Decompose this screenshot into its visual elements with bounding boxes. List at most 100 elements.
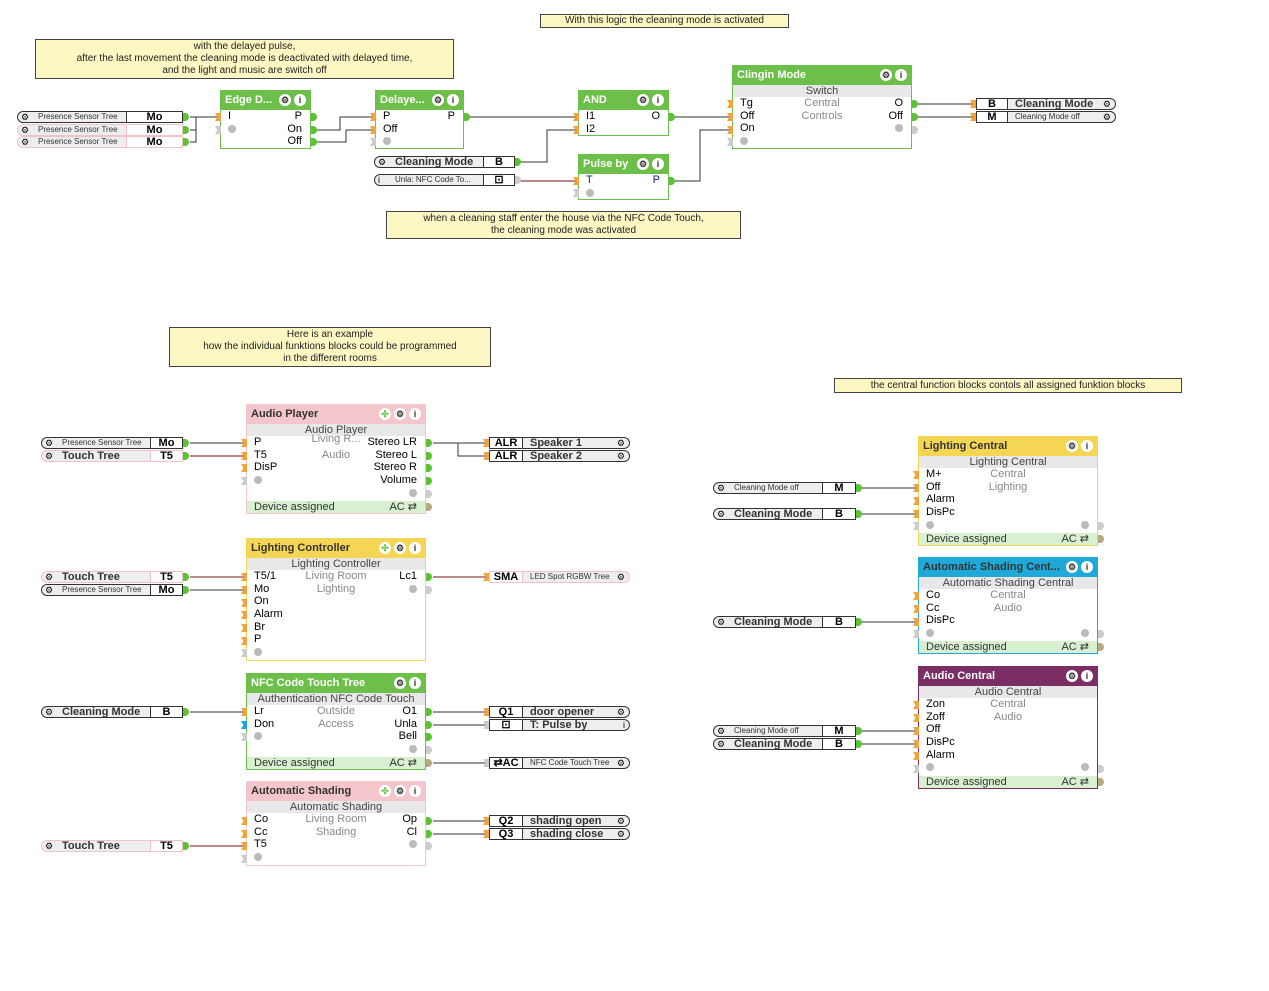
output-pin[interactable] bbox=[183, 126, 189, 134]
input-pin[interactable] bbox=[370, 138, 376, 146]
output-pin[interactable] bbox=[426, 817, 432, 825]
add-output-icon[interactable] bbox=[409, 840, 417, 849]
output-pin[interactable] bbox=[426, 490, 432, 498]
output-shading-open[interactable]: Q2 shading open ⚙ bbox=[489, 815, 630, 827]
input-pin[interactable] bbox=[241, 830, 247, 838]
input-pin[interactable] bbox=[727, 126, 733, 134]
output-speaker-1[interactable]: ALR Speaker 1 ⚙ bbox=[489, 437, 630, 449]
output-nfc-ac[interactable]: ⇄AC NFC Code Touch Tree ⚙ bbox=[489, 757, 630, 769]
add-output-icon[interactable] bbox=[409, 745, 417, 754]
output-pin[interactable] bbox=[912, 100, 918, 108]
input-pin[interactable] bbox=[913, 497, 919, 505]
output-pin[interactable] bbox=[1098, 643, 1104, 651]
move-icon[interactable]: ✣ bbox=[379, 785, 391, 797]
add-input-icon[interactable] bbox=[254, 732, 262, 741]
block-header[interactable]: Delaye... ⚙ i bbox=[376, 91, 463, 110]
output-pin[interactable] bbox=[912, 126, 918, 134]
block-header[interactable]: Pulse by ⚙ i bbox=[579, 155, 668, 174]
output-pin[interactable] bbox=[669, 113, 675, 121]
input-pin[interactable] bbox=[573, 126, 579, 134]
info-icon[interactable]: i bbox=[294, 94, 306, 106]
input-pin[interactable] bbox=[483, 708, 489, 716]
output-pin[interactable] bbox=[426, 586, 432, 594]
gear-icon[interactable]: ⚙ bbox=[1066, 440, 1078, 452]
output-pin[interactable] bbox=[856, 484, 862, 492]
block-lighting-central[interactable]: Lighting Central ⚙ i Lighting Central M+… bbox=[918, 436, 1098, 546]
input-cleaning-mode-off[interactable]: ⚙ Cleaning Mode off M bbox=[713, 725, 856, 737]
block-header[interactable]: NFC Code Touch Tree ⚙ i bbox=[247, 674, 425, 693]
move-icon[interactable]: ✣ bbox=[379, 542, 391, 554]
input-pin[interactable] bbox=[370, 126, 376, 134]
output-pin[interactable] bbox=[426, 439, 432, 447]
input-pin[interactable] bbox=[913, 471, 919, 479]
input-pin[interactable] bbox=[727, 138, 733, 146]
info-icon[interactable]: i bbox=[1081, 670, 1093, 682]
info-icon[interactable]: i bbox=[652, 94, 664, 106]
input-pin[interactable] bbox=[913, 510, 919, 518]
input-pin[interactable] bbox=[483, 759, 489, 767]
output-pin[interactable] bbox=[426, 503, 432, 511]
add-input-icon[interactable] bbox=[254, 648, 262, 657]
output-pin[interactable] bbox=[426, 746, 432, 754]
block-automatic-shading-central[interactable]: Automatic Shading Cent... ⚙ i Automatic … bbox=[918, 557, 1098, 654]
input-pin[interactable] bbox=[241, 721, 247, 729]
input-pin[interactable] bbox=[727, 113, 733, 121]
output-led-spot[interactable]: SMA LED Spot RGBW Tree ⚙ bbox=[489, 571, 630, 583]
add-input-icon[interactable] bbox=[383, 137, 391, 146]
input-pin[interactable] bbox=[913, 484, 919, 492]
block-header[interactable]: Clingin Mode ⚙ i bbox=[733, 66, 911, 85]
input-pin[interactable] bbox=[241, 842, 247, 850]
input-pin[interactable] bbox=[483, 573, 489, 581]
output-pin[interactable] bbox=[426, 477, 432, 485]
move-icon[interactable]: ✣ bbox=[379, 408, 391, 420]
add-input-icon[interactable] bbox=[586, 188, 594, 197]
output-pin[interactable] bbox=[426, 452, 432, 460]
output-pin[interactable] bbox=[669, 177, 675, 185]
input-pin[interactable] bbox=[913, 618, 919, 626]
info-icon[interactable]: i bbox=[409, 785, 421, 797]
input-pin[interactable] bbox=[483, 721, 489, 729]
output-pin[interactable] bbox=[515, 176, 521, 184]
add-output-icon[interactable] bbox=[409, 584, 417, 593]
info-icon[interactable]: i bbox=[895, 69, 907, 81]
output-pin[interactable] bbox=[856, 740, 862, 748]
output-pin[interactable] bbox=[183, 439, 189, 447]
output-pin[interactable] bbox=[1098, 778, 1104, 786]
input-presence-sensor-3[interactable]: ⚙ Presence Sensor Tree Mo bbox=[17, 136, 183, 148]
input-pin[interactable] bbox=[483, 817, 489, 825]
input-pin[interactable] bbox=[370, 113, 376, 121]
gear-icon[interactable]: ⚙ bbox=[1066, 670, 1078, 682]
output-pin[interactable] bbox=[311, 126, 317, 134]
input-pin[interactable] bbox=[727, 100, 733, 108]
output-pin[interactable] bbox=[1098, 765, 1104, 773]
input-cleaning-mode[interactable]: ⚙ Cleaning Mode B bbox=[41, 706, 183, 718]
gear-icon[interactable]: ⚙ bbox=[394, 542, 406, 554]
input-presence-sensor-2[interactable]: ⚙ Presence Sensor Tree Mo bbox=[17, 124, 183, 136]
output-pin[interactable] bbox=[183, 138, 189, 146]
output-pin[interactable] bbox=[464, 113, 470, 121]
output-pin[interactable] bbox=[183, 842, 189, 850]
block-nfc-code-touch[interactable]: NFC Code Touch Tree ⚙ i Authentication N… bbox=[246, 673, 426, 770]
input-nfc-unla[interactable]: i Unla: NFC Code To... ⊡ bbox=[374, 174, 515, 186]
block-header[interactable]: Audio Player ✣ ⚙ i bbox=[247, 405, 425, 424]
output-speaker-2[interactable]: ALR Speaker 2 ⚙ bbox=[489, 450, 630, 462]
input-pin[interactable] bbox=[241, 452, 247, 460]
output-pin[interactable] bbox=[426, 842, 432, 850]
gear-icon[interactable]: ⚙ bbox=[1066, 561, 1078, 573]
input-presence-sensor-1[interactable]: ⚙ Presence Sensor Tree Mo bbox=[17, 111, 183, 123]
input-pin[interactable] bbox=[573, 189, 579, 197]
block-header[interactable]: AND ⚙ i bbox=[579, 91, 668, 110]
input-pin[interactable] bbox=[970, 100, 976, 108]
input-pin[interactable] bbox=[913, 592, 919, 600]
output-pin[interactable] bbox=[1098, 630, 1104, 638]
input-presence-sensor[interactable]: ⚙ Presence Sensor Tree Mo bbox=[41, 437, 183, 449]
input-pin[interactable] bbox=[913, 605, 919, 613]
add-input-icon[interactable] bbox=[254, 476, 262, 485]
output-pulse-by-reference[interactable]: ⊡ T: Pulse by i bbox=[489, 719, 630, 731]
info-icon[interactable]: i bbox=[447, 94, 459, 106]
input-pin[interactable] bbox=[913, 727, 919, 735]
output-pin[interactable] bbox=[426, 830, 432, 838]
block-header[interactable]: Lighting Controller ✣ ⚙ i bbox=[247, 539, 425, 558]
block-header[interactable]: Automatic Shading Cent... ⚙ i bbox=[919, 558, 1097, 577]
